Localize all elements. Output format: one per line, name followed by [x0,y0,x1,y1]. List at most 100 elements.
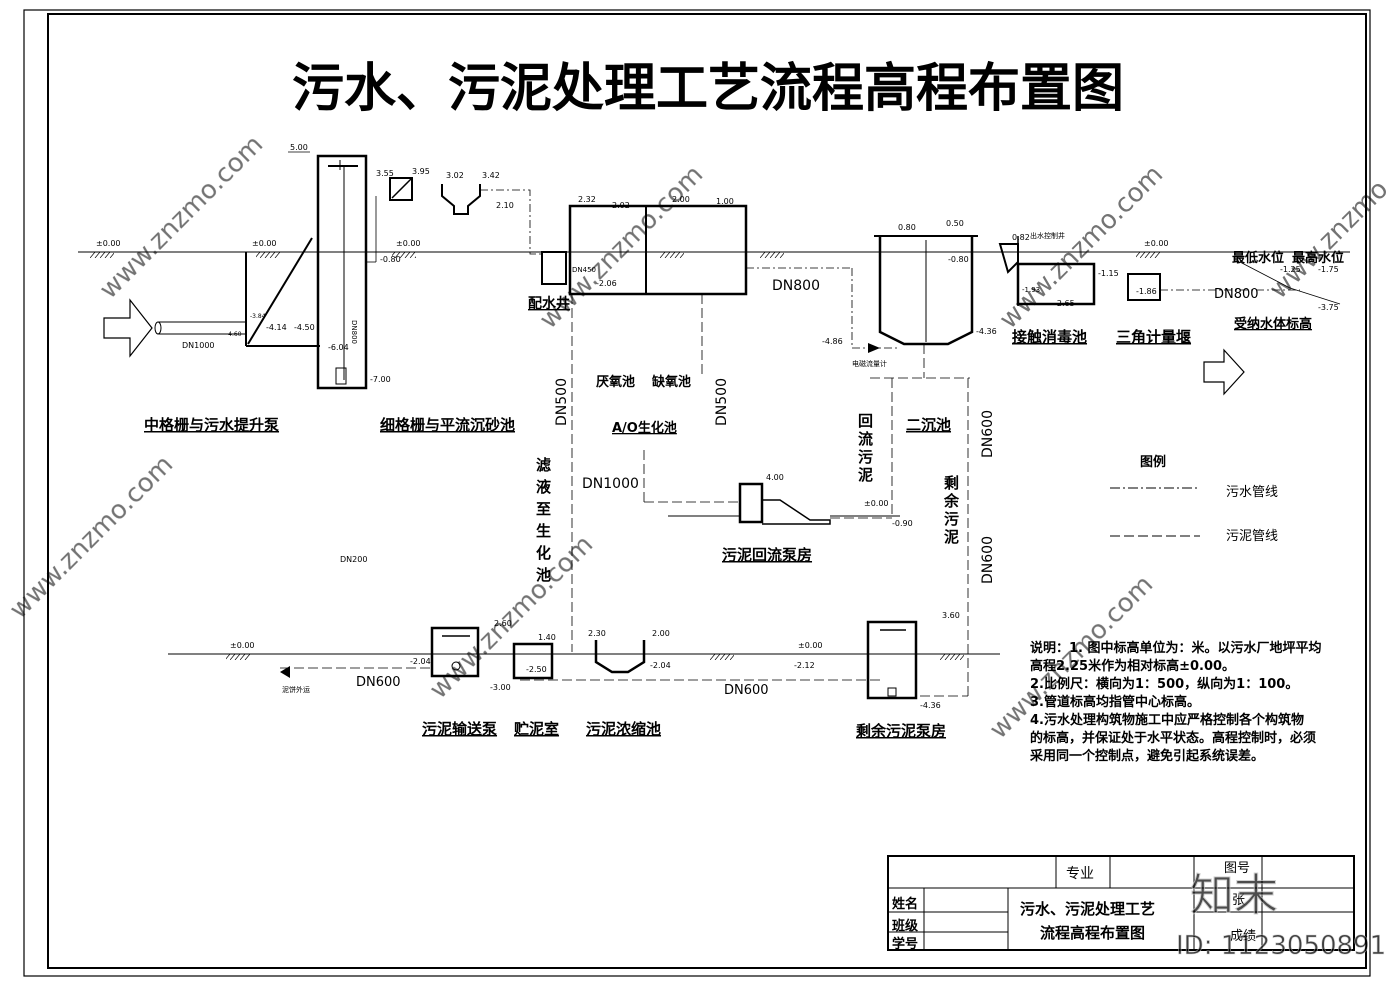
label-thickener: 污泥浓缩池 [586,720,661,738]
elevation-label: -1.75 [1318,265,1339,274]
elevation-label: ±0.00 [798,641,823,650]
elevation-label: 4.污水处理构筑物施工中应严格控制各个构筑物 [1030,712,1304,728]
elevation-label: -3.75 [1318,303,1339,312]
elevation-label: 最高水位 [1292,250,1344,266]
elevation-label: 电磁流量计 [852,359,887,368]
elevation-label: 0.80 [898,223,916,232]
elevation-label: DN500 [554,378,570,426]
elevation-label: DN450 [572,266,596,274]
elevation-label: 剩 [944,474,959,492]
elevation-label: 3.60 [942,611,960,620]
label-lift-pump: 中格栅与污水提升泵 [144,416,279,434]
watermark-text: www.znzmo.com [1264,130,1386,305]
elevation-label: -2.04 [410,657,431,666]
watermark-text: www.znzmo.com [4,450,179,625]
elevation-label: ±0.00 [96,239,121,248]
triangle-weir [1127,273,1161,301]
flowmeter-icon [868,343,880,353]
elevation-label: 3.管道标高均指管中心标高。 [1030,694,1200,710]
label-excess-pump: 剩余污泥泵房 [856,722,946,740]
inner-border [47,13,1367,969]
elevation-label: 成绩 [1230,929,1256,944]
inflow-arrow-icon [103,298,153,358]
elevation-label: 3.42 [482,171,500,180]
title-block [887,855,1355,951]
elevation-label: 2.比例尺：横向为1：500，纵向为1：100。 [1030,676,1298,692]
elevation-label: DN800 [350,320,358,344]
elevation-label: -3.84 [250,313,266,320]
elevation-label: ±0.00 [252,239,277,248]
elevation-label: 2.02 [612,201,630,210]
elevation-label: DN600 [980,536,996,584]
elevation-label: 化 [536,544,551,562]
elevation-label: 图号 [1224,861,1250,876]
elevation-label: 最低水位 [1232,250,1284,266]
elevation-label: -4.86 [822,337,843,346]
elevation-label: 3.02 [446,171,464,180]
elevation-label: -0.90 [892,519,913,528]
elevation-label: DN600 [724,683,769,698]
elevation-label: 泥 [858,466,873,484]
elevation-label: 0.50 [946,219,964,228]
elevation-label: 4.00 [766,473,784,482]
label-return-pump: 污泥回流泵房 [722,546,812,564]
elevation-label: DN800 [1214,287,1259,302]
elevation-label: DN1000 [582,476,639,492]
elevation-label: 3.55 [376,169,394,178]
elevation-label: 姓名 [891,896,918,912]
elevation-label: 回 [858,412,873,430]
elevation-label: 高程2.25米作为相对标高±0.00。 [1030,658,1235,674]
elevation-label: -2.12 [794,661,815,670]
elevation-label: DN600 [980,410,996,458]
elevation-label: 2.32 [578,195,596,204]
elevation-label: 2.10 [496,201,514,210]
outflow-arrow-icon [1203,348,1245,396]
fine-screen-structure [366,177,481,263]
elevation-label: -2.65 [1054,299,1075,308]
ao-tank [568,204,748,296]
excess-sludge-label: 剩 余 污 泥 [943,474,960,546]
elevation-label: -6.04 [328,343,349,352]
elevation-label: 学号 [892,936,918,952]
outer-border [23,9,1371,977]
elevation-label: 流程高程布置图 [1040,924,1145,942]
watermark-text: www.znzmo.com [424,530,599,705]
elevation-label: 泥 [944,528,959,546]
elevation-label: -1.86 [1136,287,1157,296]
elevation-label: ±0.00 [864,499,889,508]
elevation-label: DN500 [714,378,730,426]
elevation-label: 0.82 [1012,233,1030,242]
elevation-label: 专业 [1066,866,1094,882]
legend-sludge: 污泥管线 [1226,529,1278,544]
elevation-label: -4.60 [226,331,242,338]
legend-title: 图例 [1140,454,1166,470]
elevation-label: 流 [858,430,873,448]
notes-block: 说明：1. 图中标高单位为：米。以污水厂地坪平均 高程2.25米作为相对标高±0… [1029,640,1322,764]
label-fine-screen: 细格栅与平流沉砂池 [380,416,515,434]
elevation-label: 班级 [892,918,919,934]
elevation-label: 厌氧池 [596,374,635,390]
elevation-label: 2.00 [672,195,690,204]
elevation-label: 1.40 [538,633,556,642]
elevation-label: 3.95 [412,167,430,176]
elevation-label: ±0.00 [230,641,255,650]
elevation-label: 采用同一个控制点，避免引起系统误差。 [1029,748,1264,764]
elevation-label: DN200 [340,555,367,564]
elevation-label: -2.04 [650,661,671,670]
secondary-clarifier [874,235,978,346]
elevation-label: -2.50 [526,665,547,674]
ground-hatch [90,252,1160,258]
distribution-well [541,251,567,285]
label-distribution-well: 配水井 [528,295,570,312]
elevation-label: 余 [943,492,960,510]
elevation-label: 至 [536,500,551,518]
elevation-label: -1.93 [1022,286,1040,294]
elevation-label: 2.30 [588,629,606,638]
return-pump-house [738,482,831,525]
sludge-storage [512,642,554,680]
elevation-label: 生 [536,522,551,540]
id-watermark: ID: 1123050891 [1176,931,1386,961]
disinfection-tank [998,236,1096,306]
watermark-text: www.znzmo.com [94,130,269,305]
elevation-label: 污水、污泥处理工艺 [1020,900,1155,918]
